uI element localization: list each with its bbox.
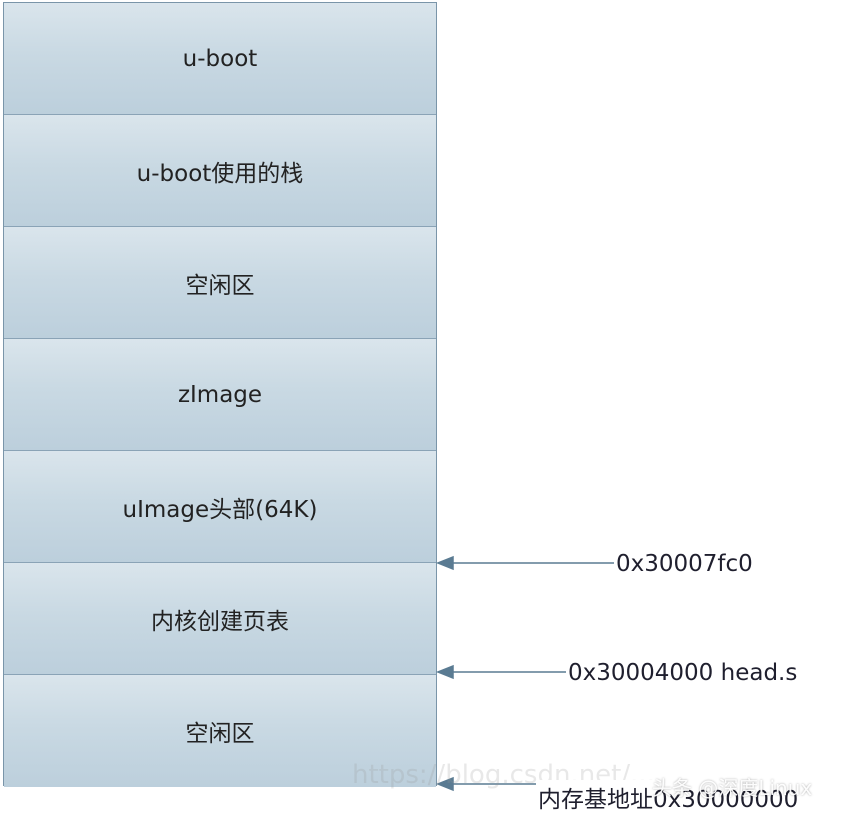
block-label: u-boot使用的栈 <box>136 160 304 187</box>
address-kernel-entry: 0x30007fc0 <box>614 551 755 577</box>
arrow-head-page-table <box>435 664 454 680</box>
address-page-table: 0x30004000 head.s <box>566 660 800 686</box>
watermark-brand: 头条 @深度Linux <box>652 776 813 800</box>
block-label: 空闲区 <box>185 272 255 299</box>
block-page-table: 内核创建页表 <box>4 563 436 675</box>
block-free-area-bottom: 空闲区 <box>4 675 436 787</box>
arrow-head-kernel-entry <box>435 555 454 571</box>
block-zimage: zImage <box>4 339 436 451</box>
block-uimage-header: uImage头部(64K) <box>4 451 436 563</box>
block-label: zImage <box>177 381 263 408</box>
block-u-boot-stack: u-boot使用的栈 <box>4 115 436 227</box>
address-base: 内存基地址0x30000000 <box>536 780 801 814</box>
block-free-area-top: 空闲区 <box>4 227 436 339</box>
block-u-boot: u-boot <box>4 3 436 115</box>
block-label: uImage头部(64K) <box>122 496 318 523</box>
memory-map: u-boot u-boot使用的栈 空闲区 zImage uImage头部(64… <box>3 2 437 787</box>
block-label: 空闲区 <box>185 721 255 747</box>
block-label: u-boot <box>182 45 258 72</box>
block-label: 内核创建页表 <box>151 608 289 635</box>
